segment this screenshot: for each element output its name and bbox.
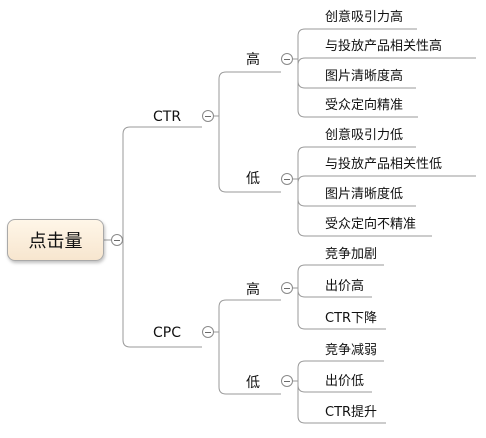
connector-line [297, 146, 416, 179]
leaf-node[interactable]: 创意吸引力高 [325, 10, 404, 25]
connector-line [297, 360, 384, 381]
connector-line [122, 126, 202, 240]
connector-line [218, 332, 281, 395]
leaf-node[interactable]: 竞争减弱 [325, 343, 378, 358]
connector-line [297, 264, 384, 288]
connector-line [297, 175, 476, 184]
leaf-node[interactable]: CTR下降 [325, 311, 378, 326]
collapse-ctr-low-toggle[interactable] [281, 173, 293, 185]
leaf-node[interactable]: 与投放产品相关性高 [325, 39, 443, 54]
root-node[interactable]: 点击量 [7, 219, 104, 261]
cpc-low-label[interactable]: 低 [246, 375, 260, 391]
connector-line [297, 57, 476, 66]
collapse-cpc-high-toggle[interactable] [281, 282, 293, 294]
connector-line [297, 59, 418, 118]
leaf-node[interactable]: 图片清晰度低 [325, 187, 404, 202]
leaf-node[interactable]: 与投放产品相关性低 [325, 157, 443, 172]
connector-line [218, 299, 281, 332]
collapse-ctr-high-toggle[interactable] [281, 53, 293, 65]
leaf-node[interactable]: 图片清晰度高 [325, 69, 404, 84]
connector-line [218, 71, 281, 116]
leaf-node[interactable]: 出价低 [325, 374, 365, 389]
leaf-node[interactable]: 竞争加剧 [325, 247, 378, 262]
collapse-ctr-toggle[interactable] [202, 110, 214, 122]
collapse-cpc-low-toggle[interactable] [281, 375, 293, 387]
ctr-high-label[interactable]: 高 [246, 52, 260, 68]
leaf-node[interactable]: 受众定向不精准 [325, 217, 417, 232]
collapse-cpc-toggle[interactable] [202, 326, 214, 338]
collapse-root-toggle[interactable] [111, 234, 123, 246]
connector-line [297, 381, 386, 424]
connector-line [297, 179, 432, 237]
leaf-node[interactable]: CTR提升 [325, 405, 378, 420]
leaf-node[interactable]: 创意吸引力低 [325, 128, 404, 143]
cpc-high-label[interactable]: 高 [246, 282, 260, 298]
connector-line [297, 28, 417, 59]
branch-ctr-label[interactable]: CTR [153, 109, 182, 125]
branch-cpc-label[interactable]: CPC [153, 325, 181, 341]
leaf-node[interactable]: 受众定向精准 [325, 98, 404, 113]
connector-line [297, 288, 386, 330]
ctr-low-label[interactable]: 低 [246, 171, 260, 187]
leaf-node[interactable]: 出价高 [325, 279, 365, 294]
connector-line [218, 116, 281, 193]
connector-line [122, 240, 202, 348]
